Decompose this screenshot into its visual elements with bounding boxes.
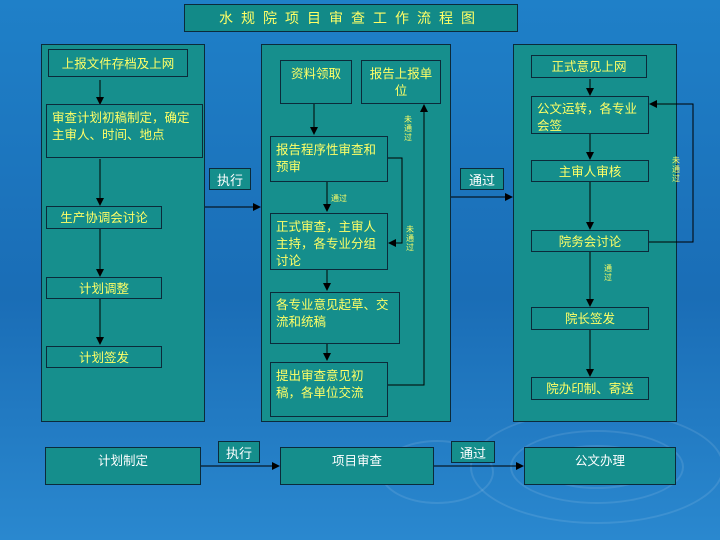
not-passed-label-right: 未通过 — [672, 156, 680, 183]
president-sign-box: 院长签发 — [531, 307, 649, 330]
execute-label-bottom: 执行 — [218, 441, 260, 463]
document-countersign-box: 公文运转，各专业会签 — [531, 96, 649, 134]
print-send-box: 院办印制、寄送 — [531, 377, 649, 400]
draft-plan-box: 审查计划初稿制定，确定主审人、时间、地点 — [46, 104, 203, 158]
coordination-meeting-box: 生产协调会讨论 — [46, 206, 162, 229]
diagram-title: 水规院项目审查工作流程图 — [184, 4, 518, 32]
chief-reviewer-audit-box: 主审人审核 — [531, 160, 649, 182]
institute-meeting-box: 院务会讨论 — [531, 230, 649, 252]
formal-review-box: 正式审查，主审人主持，各专业分组讨论 — [270, 213, 388, 270]
plan-issuance-box: 计划签发 — [46, 346, 162, 368]
passed-label-bottom: 通过 — [451, 441, 495, 463]
not-passed-label-2: 未通过 — [406, 225, 414, 252]
material-collection-box: 资料领取 — [280, 60, 352, 104]
document-processing-box: 公文办理 — [524, 447, 676, 485]
formal-opinion-online-box: 正式意见上网 — [531, 55, 647, 78]
passed-label-right: 通过 — [604, 264, 612, 282]
execute-label: 执行 — [209, 168, 251, 190]
passed-label: 通过 — [460, 168, 504, 190]
opinion-first-draft-box: 提出审查意见初稿，各单位交流 — [270, 362, 388, 417]
upload-archive-box: 上报文件存档及上网 — [48, 49, 188, 77]
report-submit-unit-box: 报告上报单位 — [361, 60, 441, 104]
opinion-drafting-box: 各专业意见起草、交流和统稿 — [270, 292, 400, 344]
project-review-box: 项目审查 — [280, 447, 434, 485]
procedural-review-box: 报告程序性审查和预审 — [270, 136, 388, 182]
plan-adjustment-box: 计划调整 — [46, 277, 162, 299]
passed-label-middle: 通过 — [331, 194, 347, 203]
not-passed-label-1: 未通过 — [404, 115, 412, 142]
plan-making-box: 计划制定 — [45, 447, 201, 485]
